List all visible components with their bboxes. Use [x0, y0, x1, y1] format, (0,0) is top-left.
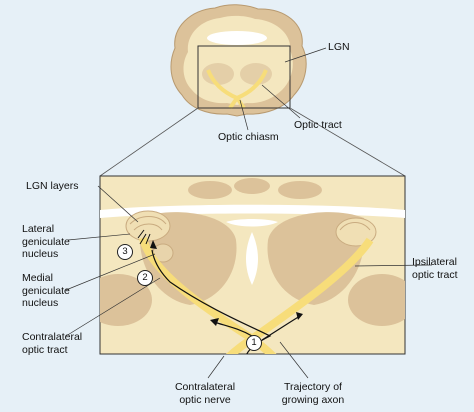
lobe-left: [100, 274, 152, 326]
label-contralateral-tract: Contralateral optic tract: [22, 331, 83, 356]
zoom-box: [197, 45, 291, 109]
leader-lateral-gn: [67, 233, 131, 241]
white-band: [100, 204, 405, 218]
leader-ipsi-tract: [354, 264, 433, 267]
midline-top-white: [226, 219, 278, 227]
leader-optic-tract-top: [261, 84, 301, 119]
label-lgn-top: LGN: [328, 41, 350, 53]
brain-overview: [170, 4, 307, 117]
leader-medial-gn: [65, 253, 156, 291]
top-cap: [234, 178, 270, 194]
thalamus-right-small: [240, 63, 272, 85]
leader-lgn-top: [284, 47, 327, 63]
step-marker-1: 1: [246, 335, 262, 351]
leader-lgn-layers: [97, 185, 139, 223]
lgn-left: [125, 210, 171, 242]
label-medial-geniculate: Medial geniculate nucleus: [22, 272, 70, 309]
label-ipsilateral-tract: Ipsilateral optic tract: [412, 256, 458, 281]
thalamus-left-small: [202, 63, 234, 85]
top-cap-left: [188, 181, 232, 199]
label-optic-tract-top: Optic tract: [294, 119, 342, 131]
step-marker-2: 2: [137, 270, 153, 286]
optic-tract-right: [225, 237, 374, 354]
label-trajectory: Trajectory of growing axon: [281, 381, 345, 406]
zoom-line-right: [289, 107, 406, 177]
zoom-panel: [99, 175, 406, 355]
label-optic-chiasm: Optic chiasm: [218, 131, 279, 143]
cortex-inner: [183, 15, 293, 106]
label-lgn-layers: LGN layers: [26, 180, 79, 192]
lgn-layers-lines: [129, 216, 167, 231]
leader-contra-tract: [65, 277, 161, 337]
leader-trajectory: [279, 341, 309, 379]
midline-white: [207, 31, 267, 45]
leader-optic-chiasm: [239, 99, 249, 131]
lgn-arrows: [137, 229, 151, 245]
label-contralateral-nerve: Contralateral optic nerve: [174, 381, 236, 406]
label-lateral-geniculate: Lateral geniculate nucleus: [22, 223, 70, 260]
top-cap-right: [278, 181, 322, 199]
leader-contra-nerve: [207, 355, 225, 379]
zoom-line-left: [99, 107, 199, 177]
midline-slit: [246, 232, 258, 285]
step-marker-3: 3: [117, 244, 133, 260]
lobe-right: [348, 274, 405, 326]
